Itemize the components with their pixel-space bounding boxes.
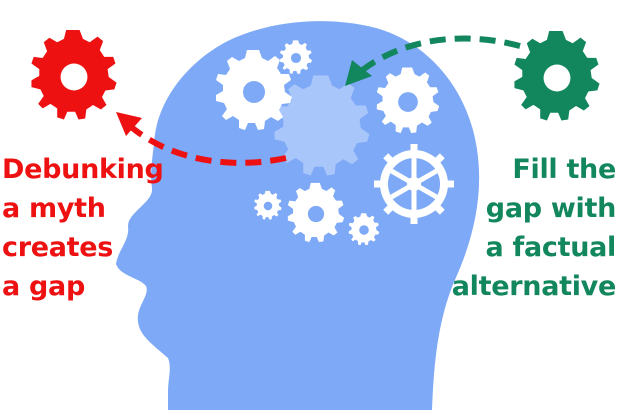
spoked-wheel-gear-icon	[374, 144, 454, 224]
right-caption-line-3: a factual	[485, 232, 617, 263]
ghost-gear-icon	[274, 75, 370, 176]
mini-white-gear-icon	[348, 213, 380, 246]
green-gear-icon	[514, 30, 600, 121]
left-caption-line-2: a myth	[2, 193, 106, 224]
left-caption-line-1: Debunking	[2, 154, 164, 185]
left-caption-line-4: a gap	[2, 271, 85, 302]
right-caption-line-2: gap with	[485, 193, 617, 224]
right-caption: Fill the gap with a factual alternative	[451, 150, 617, 306]
red-gear-icon	[31, 29, 117, 120]
tiny-white-gear-icon	[254, 190, 282, 220]
right-caption-line-4: alternative	[451, 271, 617, 302]
left-caption: Debunking a myth creates a gap	[2, 150, 164, 306]
large-white-gear-icon	[216, 50, 292, 130]
red-dashed-arrow	[116, 112, 287, 166]
right-caption-line-1: Fill the	[512, 154, 616, 185]
lower-white-gear-icon	[287, 182, 345, 243]
right-white-gear-icon	[376, 67, 440, 134]
green-dashed-arrow	[345, 35, 521, 86]
left-caption-line-3: creates	[2, 232, 114, 263]
small-white-gear-icon	[280, 40, 312, 74]
